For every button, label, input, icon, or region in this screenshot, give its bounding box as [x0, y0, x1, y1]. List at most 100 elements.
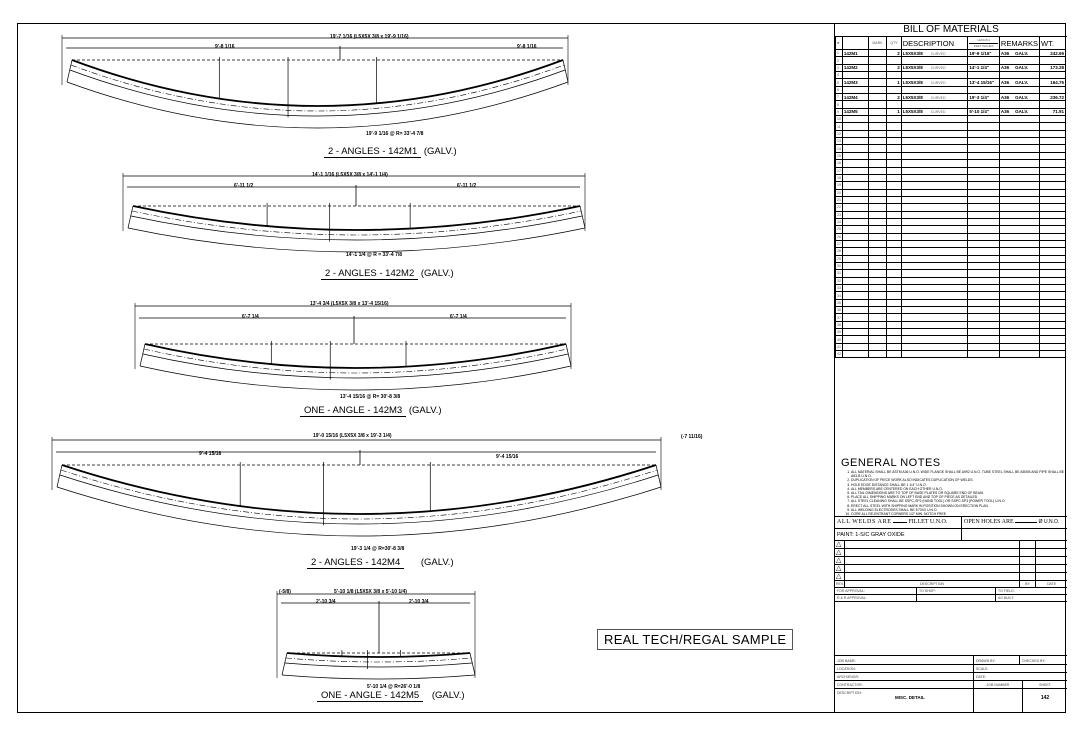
- bom-description: [900, 210, 969, 219]
- approval-row-2: R & R APPROVAL: AS BUILT:: [835, 595, 1067, 602]
- bom-weight: 236.72: [1039, 93, 1066, 102]
- bom-row: 6: [835, 85, 1066, 95]
- bom-remarks: [998, 328, 1041, 337]
- bom-header-length-label: LENGTH: [977, 37, 990, 42]
- bom-length: [967, 247, 1000, 256]
- bom-length: [967, 173, 1000, 183]
- piece3-left-dim: 6'-7 1/4: [242, 314, 259, 320]
- bom-length: 13'-4 15/16": [967, 78, 1000, 87]
- bom-row-number: 41: [835, 342, 843, 352]
- revision-by: [1020, 573, 1036, 580]
- bom-length: [967, 261, 1000, 271]
- holes-label: OPEN HOLES ARE: [964, 519, 1014, 525]
- bom-mark: [867, 335, 888, 344]
- bom-remarks: [998, 283, 1041, 293]
- bom-description: [900, 298, 969, 308]
- bom-row: 19: [835, 181, 1066, 190]
- bom-description: [900, 306, 969, 315]
- piece5-right-dim: 2'-10 3/4: [409, 599, 429, 605]
- bom-weight: [1039, 225, 1066, 234]
- bom-remarks: [998, 247, 1041, 256]
- bom-qty: 2: [886, 63, 902, 73]
- bom-weight: [1039, 144, 1066, 153]
- bom-header-item: IT: [835, 36, 843, 50]
- bom-qty: [886, 137, 902, 146]
- bom-mark: [867, 93, 888, 102]
- piece1-overall-dim: 19'-7 1/16 (L5X5X 3/8 x 19'-9 1/16): [330, 34, 409, 40]
- bom-description: [900, 203, 969, 212]
- bom-row-number: 15: [835, 151, 843, 161]
- bom-row: 27: [835, 239, 1066, 249]
- bom-row: 14: [835, 144, 1066, 153]
- bom-description: [900, 144, 969, 153]
- piece4-extra-dim: (-7 11/16): [681, 434, 703, 440]
- bom-weight: [1039, 195, 1066, 205]
- bom-mark: [867, 210, 888, 219]
- as-built: AS BUILT:: [998, 596, 1014, 600]
- revision-date: [1036, 541, 1067, 548]
- bom-weight: [1039, 320, 1066, 330]
- bom-row-number: 4: [835, 71, 843, 80]
- bom-row: 10: [835, 115, 1066, 124]
- bom-row: 2: [835, 56, 1066, 65]
- bom-row: 11: [835, 122, 1066, 131]
- fillet-label: FILLET U.N.O.: [908, 519, 948, 525]
- bom-weight: [1039, 247, 1066, 256]
- bom-remarks: [998, 166, 1041, 175]
- revision-by: [1020, 549, 1036, 556]
- bom-qty: [886, 181, 902, 190]
- bom-row: 36: [835, 306, 1066, 315]
- bom-row-number: 12: [835, 129, 843, 139]
- general-note-item: CORE ALL RE-ENTRANT CORNERS 1/2" MIN. NO…: [851, 512, 1067, 516]
- piece1-end-right: [562, 59, 569, 83]
- bom-row: 40: [835, 335, 1066, 344]
- bom-piece-mark: [841, 269, 869, 278]
- general-note-item: HOLE EDGE DISTANCE SHALL BE 1 1/4" U.N.O…: [851, 483, 1067, 487]
- bom-qty: [886, 85, 902, 95]
- bom-length: 5'-10 1/4": [967, 107, 1000, 117]
- description-cell: DESCRIPTION: MISC. DETAIL: [835, 689, 974, 713]
- bom-row: 28: [835, 247, 1066, 256]
- job-number-value: [974, 689, 1023, 713]
- piece2-title: 2 - ANGLES - 142M2 (GALV.): [321, 268, 454, 280]
- bom-remarks: [998, 291, 1041, 300]
- bom-remarks: [998, 181, 1041, 190]
- bom-row-number: 25: [835, 225, 843, 234]
- bom-row-number: 8: [835, 100, 843, 109]
- bom-description: [900, 313, 969, 322]
- bom-mark: [867, 203, 888, 212]
- bom-length: [967, 313, 1000, 322]
- bom-remarks: [998, 195, 1041, 205]
- bom-description: [900, 195, 969, 205]
- revision-header-row: REV. DESCRIPTION BY DATE: [835, 581, 1067, 588]
- bom-row: 35: [835, 298, 1066, 308]
- bom-row: 20: [835, 188, 1066, 197]
- piece1-arc-dim: 19'-9 1/16 @ R= 33'-4 7/8: [366, 131, 424, 137]
- revision-date: [1036, 565, 1067, 572]
- bom-mark: [867, 144, 888, 153]
- piece1-right-dim: 9'-8 1/16: [517, 44, 537, 50]
- bom-remarks: [998, 254, 1041, 263]
- piece5-arc-dim: 5'-10 1/4 @ R=26'-0 1/8: [367, 684, 421, 690]
- general-note-item: ALL MATERIAL SHALL BE ASTM A36 U.N.O. WI…: [851, 470, 1067, 478]
- bom-qty: [886, 291, 902, 300]
- drawn-by: DRAWN BY:: [974, 656, 1020, 664]
- bom-weight: [1039, 298, 1066, 308]
- bom-piece-mark: [841, 283, 869, 293]
- bom-weight: 242.69: [1039, 48, 1066, 58]
- piece1-leg-edge: [69, 69, 566, 117]
- bom-row-number: 5: [835, 78, 843, 87]
- drawing-border: [17, 23, 1066, 713]
- general-notes: GENERAL NOTES ALL MATERIAL SHALL BE ASTM…: [835, 454, 1067, 517]
- bom-mark: [867, 115, 888, 124]
- bom-description: [900, 166, 969, 175]
- bom-weight: [1039, 203, 1066, 212]
- arch-engr-row: ARCH/ENGR: DATE:: [835, 673, 1067, 681]
- bom-mark: [867, 63, 888, 73]
- bom-mark: [867, 283, 888, 293]
- bom-grade: A36: [1000, 50, 1010, 56]
- general-notes-list: ALL MATERIAL SHALL BE ASTM A36 U.N.O. WI…: [851, 470, 1067, 516]
